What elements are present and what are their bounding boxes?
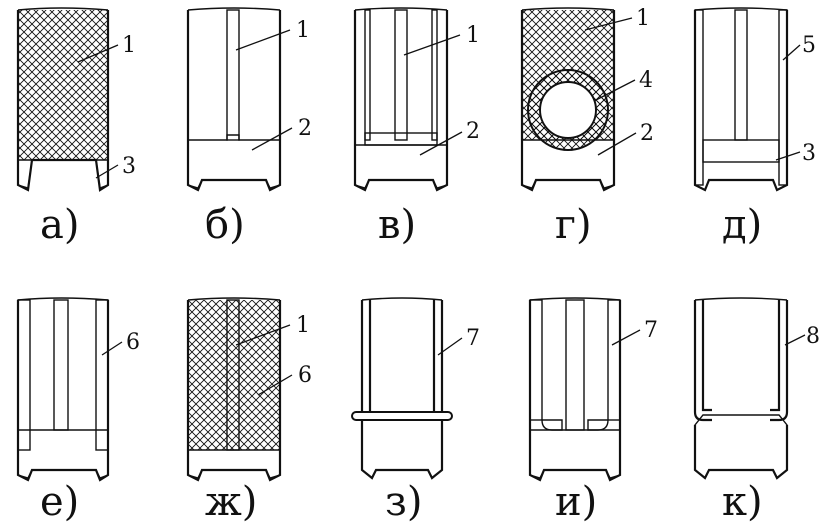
panel-label: в) <box>378 202 416 248</box>
panel-label: к) <box>722 479 763 523</box>
callout-label: 2 <box>298 116 312 141</box>
callout-label: 2 <box>640 121 654 146</box>
callout-label: 2 <box>466 119 480 144</box>
panel-i: 7 и) <box>528 297 658 523</box>
panel-label: з) <box>385 479 422 523</box>
panel-g: 1 4 2 г) <box>520 6 654 248</box>
sleeve-left <box>694 9 704 186</box>
panel-label: е) <box>40 479 79 523</box>
panel-z: 7 з) <box>351 297 480 523</box>
callout-label: 1 <box>466 23 480 48</box>
panel-label: и) <box>555 479 597 523</box>
callout-label: 3 <box>122 154 136 179</box>
callout-label: 1 <box>122 33 136 58</box>
panel-d: 5 3 д) <box>693 7 816 248</box>
callout-label: 1 <box>296 18 310 43</box>
panel-k: 8 к) <box>693 297 820 523</box>
conductor <box>394 9 408 141</box>
callout-label: 6 <box>298 363 312 388</box>
callout-label: 5 <box>802 33 816 58</box>
insulation-block <box>18 10 108 160</box>
conductor <box>226 9 240 141</box>
panel-zh: 1 6 ж) <box>186 297 312 523</box>
callout-label: 3 <box>802 141 816 166</box>
panel-a: 1 3 а) <box>16 7 136 248</box>
panel-label: г) <box>555 202 592 248</box>
sleeve-right <box>778 9 788 186</box>
panel-label: д) <box>722 202 762 248</box>
panel-label: ж) <box>205 479 257 523</box>
callout-label: 6 <box>126 330 140 355</box>
callout-label: 7 <box>466 326 480 351</box>
callout-label: 4 <box>639 68 653 93</box>
panel-e: 6 е) <box>16 297 140 523</box>
callout-label: 7 <box>644 318 658 343</box>
callout-label: 1 <box>296 313 310 338</box>
panel-v: 1 2 в) <box>353 7 480 248</box>
panel-label: б) <box>205 202 245 248</box>
clamp-ring <box>351 411 453 421</box>
callout-label: 1 <box>636 6 650 31</box>
callout-label: 8 <box>806 324 820 349</box>
panel-label: а) <box>40 202 79 248</box>
panel-b: 1 2 б) <box>186 7 312 248</box>
